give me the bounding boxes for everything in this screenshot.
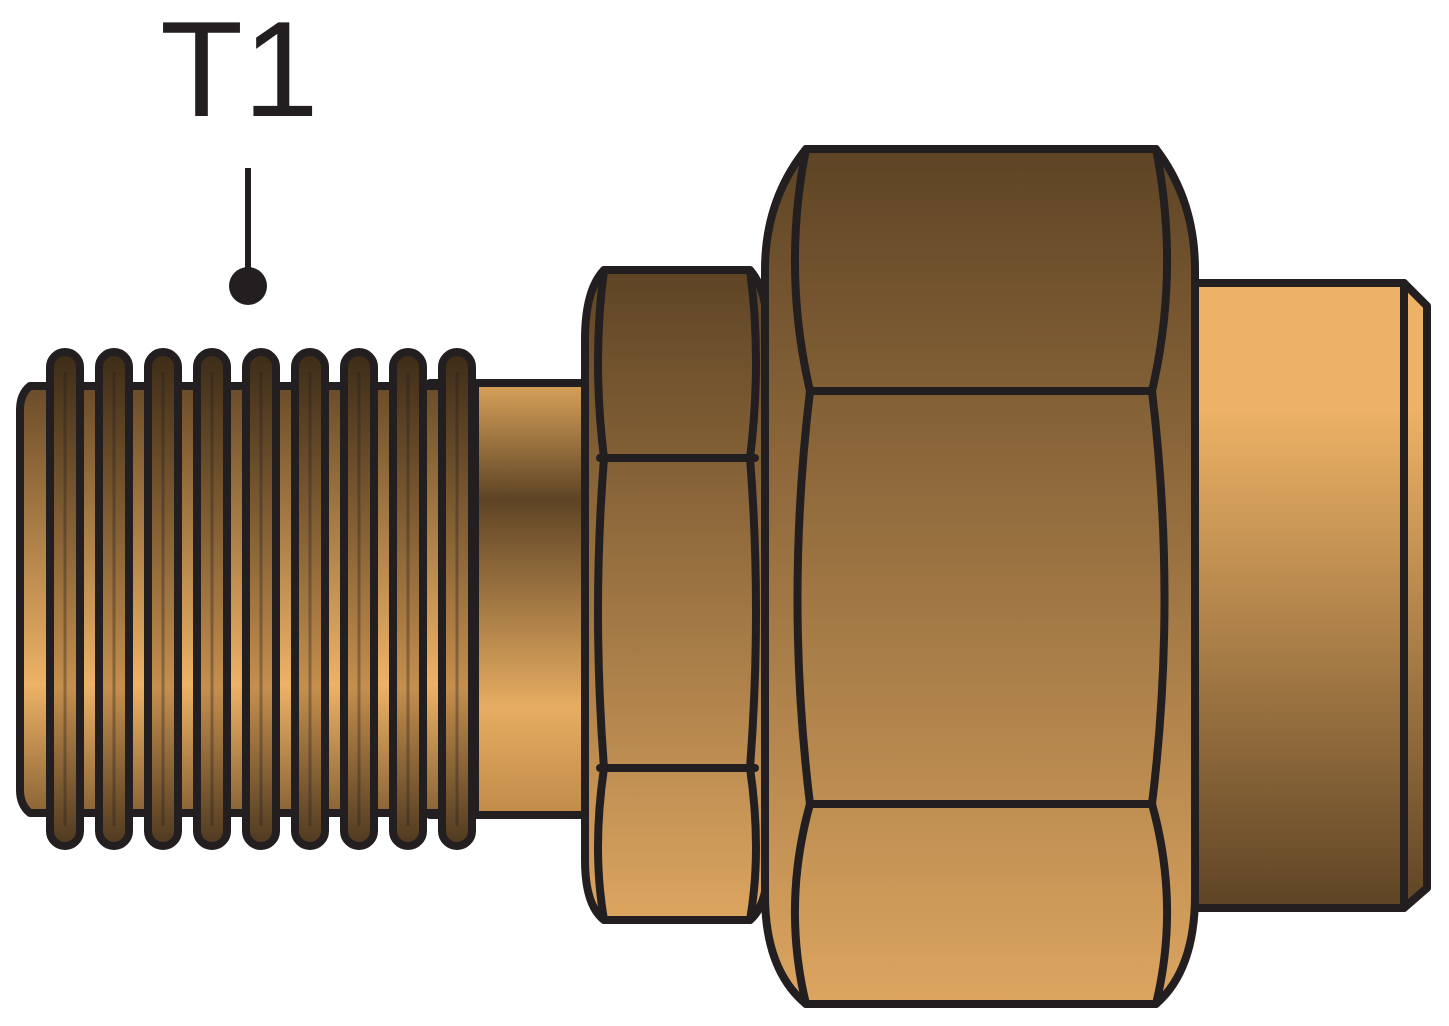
tube-sleeve [1186, 279, 1431, 912]
thread-ridge [144, 348, 182, 850]
large-hex-body [761, 145, 1199, 1008]
thread-ridge [242, 348, 280, 850]
thread-ridge [389, 348, 427, 850]
small-hex [581, 266, 772, 924]
thread-ridge [438, 348, 476, 850]
large-hex-curve-left [790, 145, 814, 1008]
thread-ridge [340, 348, 378, 850]
male-thread [16, 348, 479, 850]
thread-ridges [46, 348, 476, 850]
small-hex-curve-left [594, 266, 608, 924]
thread-ridge [193, 348, 231, 850]
thread-ridge [46, 348, 84, 850]
thread-ridge [95, 348, 133, 850]
callout: T1 [160, 0, 319, 305]
large-hex-curve-right [1148, 145, 1172, 1008]
leader-dot [229, 267, 267, 305]
small-hex-body [581, 266, 772, 924]
callout-label: T1 [160, 0, 319, 145]
small-hex-curve-right [746, 266, 760, 924]
large-hex-nut [761, 145, 1199, 1008]
thread-ridge [291, 348, 329, 850]
